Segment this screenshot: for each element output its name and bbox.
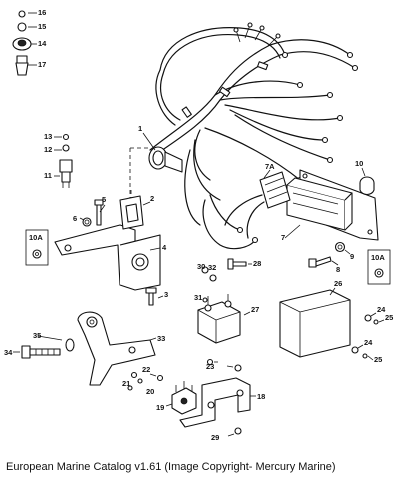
callout-17: 17 (38, 60, 46, 69)
control-module-part-7 (284, 169, 379, 241)
callout-24-top: 24 (377, 305, 386, 314)
callout-24-bottom: 24 (364, 338, 373, 347)
bushing-part-10 (359, 167, 375, 196)
callout-10a-left: 10A (29, 233, 43, 242)
callout-10: 10 (355, 159, 363, 168)
callout-3: 3 (164, 290, 168, 299)
callout-19: 19 (156, 403, 164, 412)
callout-14: 14 (38, 39, 47, 48)
callout-21: 21 (122, 379, 130, 388)
callout-34: 34 (4, 348, 13, 357)
screw-part-3 (145, 287, 164, 306)
callout-31: 31 (194, 293, 202, 302)
callout-30: 30 (197, 262, 205, 271)
callout-labels: 16 15 14 17 1 13 12 11 7A 10 2 5 6 10A 7… (4, 8, 393, 442)
callout-6: 6 (73, 214, 77, 223)
hardware-parts-20-22 (127, 371, 164, 391)
callout-20: 20 (146, 387, 154, 396)
rotor-part-19 (165, 381, 197, 415)
callout-28: 28 (253, 259, 261, 268)
callout-1: 1 (138, 124, 142, 133)
callout-10a-right: 10A (371, 253, 385, 262)
callout-18: 18 (257, 392, 265, 401)
mounting-plate-part-18 (179, 364, 256, 437)
sender-assembly (54, 133, 73, 188)
callout-8: 8 (336, 265, 340, 274)
inset-10a-right (367, 249, 391, 285)
callout-29: 29 (211, 433, 219, 442)
callout-7: 7 (281, 233, 285, 242)
callout-25-top: 25 (385, 313, 393, 322)
screw-part-28 (227, 258, 252, 270)
callout-27: 27 (251, 305, 259, 314)
callout-2: 2 (150, 194, 154, 203)
callout-33: 33 (157, 334, 165, 343)
callout-15: 15 (38, 22, 46, 31)
callout-23: 23 (206, 362, 214, 371)
image-caption: European Marine Catalog v1.61 (Image Cop… (6, 461, 336, 473)
callout-4: 4 (162, 243, 167, 252)
callout-16: 16 (38, 8, 46, 17)
callout-12: 12 (44, 145, 52, 154)
inset-10a-left (25, 229, 49, 266)
callout-22: 22 (142, 365, 150, 374)
harness-plug-part-1 (129, 132, 183, 230)
callout-35: 35 (33, 331, 41, 340)
callout-26: 26 (334, 279, 342, 288)
connector-part-7a (224, 169, 291, 239)
bolt-part-8-nut-part-9 (308, 241, 351, 268)
ignition-switch-assembly (12, 10, 37, 76)
cover-part-26 (279, 287, 385, 361)
mounting-bracket-part-4 (54, 199, 161, 291)
callout-5: 5 (102, 195, 106, 204)
callout-32: 32 (208, 263, 216, 272)
wiring-harness (149, 22, 359, 250)
bracket-part-33 (13, 311, 157, 386)
callout-9: 9 (350, 252, 354, 261)
clip-part-2 (119, 190, 151, 230)
solenoid-part-27 (197, 266, 251, 366)
callout-25-bottom: 25 (374, 355, 382, 364)
callout-7a: 7A (265, 162, 275, 171)
callout-13: 13 (44, 132, 52, 141)
callout-11: 11 (44, 171, 52, 180)
